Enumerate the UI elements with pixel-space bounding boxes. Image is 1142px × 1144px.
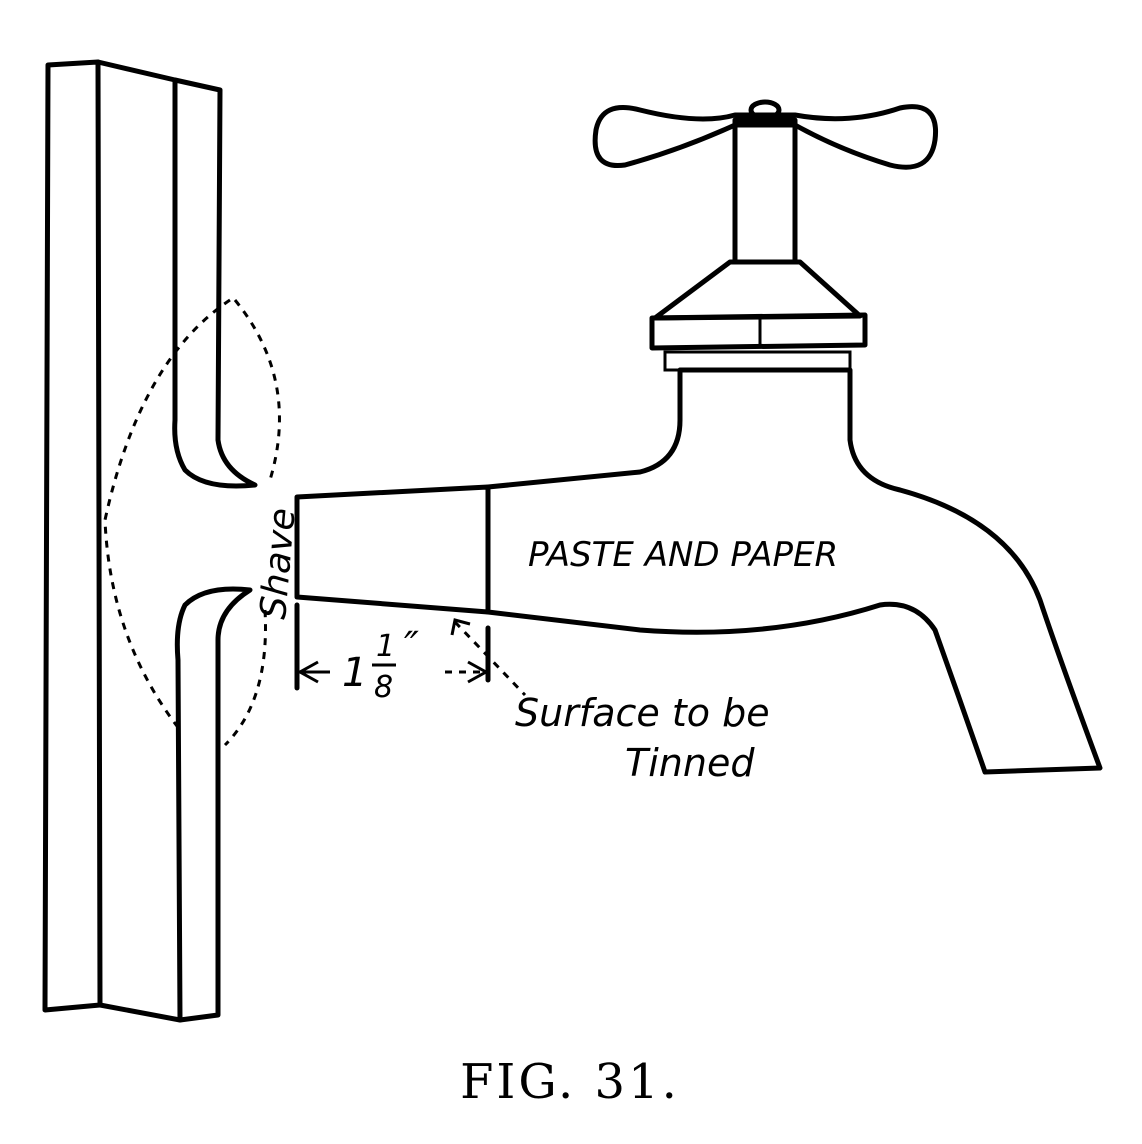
bonnet-cone bbox=[652, 259, 863, 321]
tee-handle bbox=[592, 104, 939, 170]
pipe-right-wall-lower bbox=[174, 586, 253, 1023]
valve-stem bbox=[732, 117, 798, 265]
shave-label: Shave bbox=[253, 506, 304, 620]
dimension-unit: ″ bbox=[404, 624, 419, 670]
surface-arrow bbox=[453, 620, 527, 697]
pipe-right-wall-upper bbox=[172, 77, 258, 489]
shave-arrow-upper bbox=[233, 299, 281, 481]
surface-arrowhead bbox=[450, 618, 471, 636]
surface-label-line2: Tinned bbox=[625, 741, 755, 785]
pipe-bottom-edge bbox=[97, 1002, 183, 1023]
dimension-denominator: 8 bbox=[374, 670, 393, 705]
figure-caption: FIG. 31. bbox=[460, 1054, 680, 1110]
dimension-arrow-left bbox=[296, 660, 330, 684]
pipe-left-wall bbox=[42, 59, 103, 1013]
paste-and-paper-label: PASTE AND PAPER bbox=[528, 535, 838, 575]
dimension-whole: 1 bbox=[342, 650, 367, 696]
pipe-top-edge bbox=[95, 59, 178, 83]
faucet-body bbox=[485, 367, 1103, 775]
handle-knob bbox=[748, 99, 782, 121]
thread-band bbox=[663, 350, 852, 372]
faucet-tail bbox=[294, 484, 491, 615]
shave-arrow-inner bbox=[103, 298, 231, 731]
shave-arrow-lower bbox=[223, 609, 267, 747]
dimension-numerator: 1 bbox=[376, 629, 395, 664]
surface-label-line1: Surface to be bbox=[515, 691, 770, 735]
dimension-arrow-right bbox=[467, 660, 490, 684]
